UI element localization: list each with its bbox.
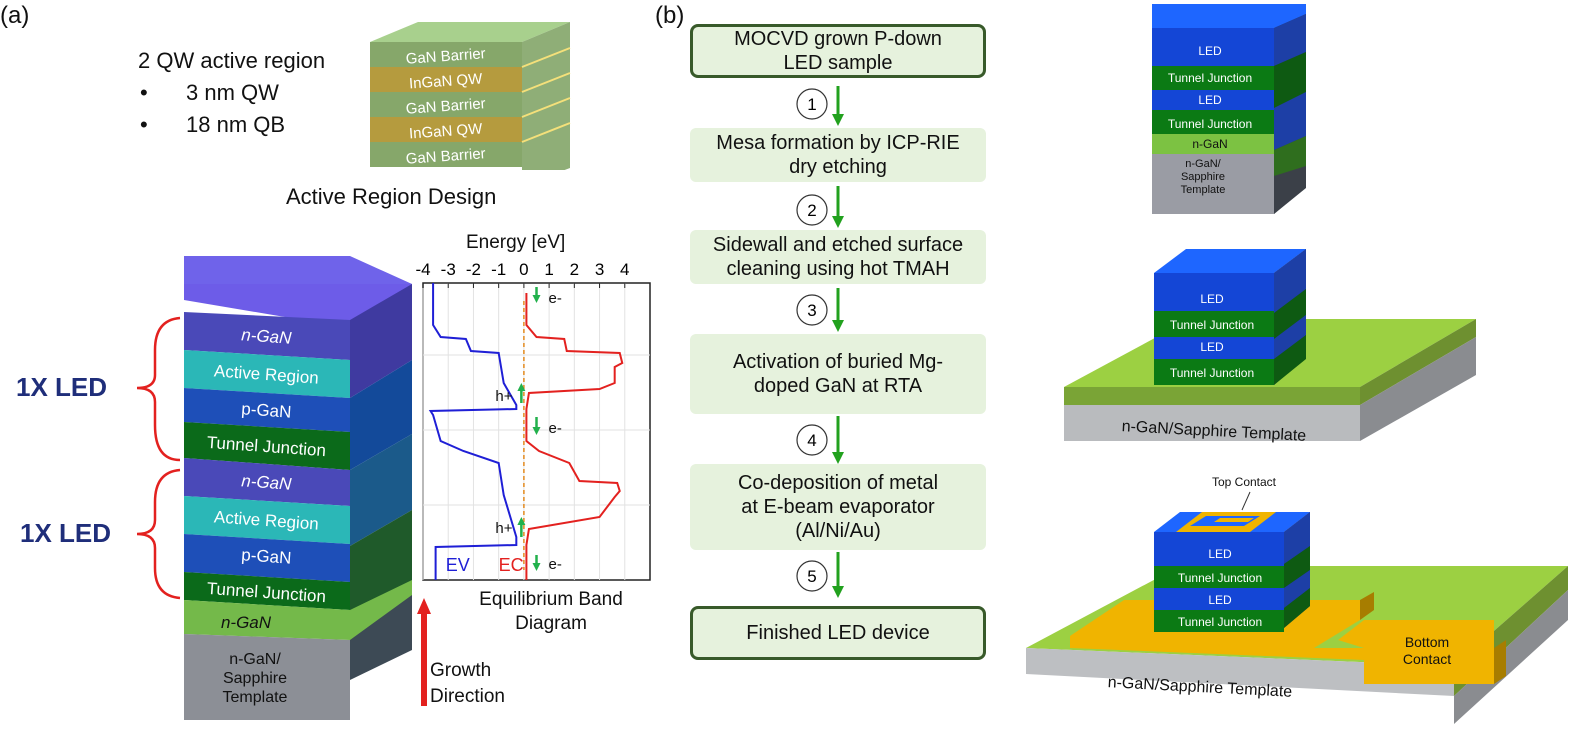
stack1-layer-5: n-GaN xyxy=(1192,137,1227,151)
band-tick-label: -1 xyxy=(491,260,506,279)
qw-bullet-1-text: 3 nm QW xyxy=(186,80,279,105)
hole-arrow-1-head xyxy=(517,383,526,391)
flow-arrows: 1 2 3 4 5 xyxy=(796,86,844,598)
band-tick-label: 1 xyxy=(544,260,553,279)
band-tick-label: 4 xyxy=(620,260,629,279)
band-tick-label: 3 xyxy=(595,260,604,279)
active-layer-3: GaN Barrier xyxy=(405,95,486,118)
band-caption: Equilibrium Band Diagram xyxy=(479,589,623,634)
step-6-box: Finished LED device xyxy=(690,606,986,660)
top-contact-label: Top Contact xyxy=(1212,475,1277,489)
active-layer-4: InGaN QW xyxy=(409,120,484,142)
hole-label-2: h+ xyxy=(495,520,512,537)
active-region-block: GaN Barrier InGaN QW GaN Barrier InGaN Q… xyxy=(370,22,571,170)
qw-bullet-1: •3 nm QW xyxy=(140,80,279,105)
growth-label: Growth Direction xyxy=(430,660,505,707)
qw-bullet-2-text: 18 nm QB xyxy=(186,112,286,137)
step-number-1: 1 xyxy=(807,95,816,114)
band-tick-label: -2 xyxy=(466,260,481,279)
band-tick-label: -4 xyxy=(415,260,430,279)
device-stack-2: LED Tunnel Junction LED Tunnel Junction … xyxy=(1064,249,1476,445)
electron-arrow-1-head xyxy=(532,295,541,303)
led-label-1: 1X LED xyxy=(16,372,108,402)
active-layer-1: GaN Barrier xyxy=(405,45,486,68)
stack3-layer-1: LED xyxy=(1208,547,1232,561)
ec-label: EC xyxy=(499,555,524,575)
stack-layer-5: n-GaN xyxy=(241,471,293,493)
stack-substrate-label: n-GaN/ Sapphire Template xyxy=(222,651,288,706)
step-number-3: 3 xyxy=(807,301,816,320)
stack1-layer-4: Tunnel Junction xyxy=(1168,117,1252,131)
led-stack: n-GaN Active Region p-GaN Tunnel Junctio… xyxy=(184,256,412,720)
panel-b-label: (b) xyxy=(655,2,685,29)
active-layer-5: GaN Barrier xyxy=(405,145,486,168)
device-stack-1: LED Tunnel Junction LED Tunnel Junction … xyxy=(1152,4,1306,214)
bottom-contact-label: Bottom Contact xyxy=(1402,634,1452,667)
hole-label-1: h+ xyxy=(495,388,512,405)
band-tick-label: 0 xyxy=(519,260,528,279)
stack2-layer-4: Tunnel Junction xyxy=(1170,366,1254,380)
stack-layer-3: p-GaN xyxy=(241,399,292,421)
stack-layer-7: p-GaN xyxy=(241,545,292,567)
led-braces xyxy=(136,316,181,600)
active-layer-2: InGaN QW xyxy=(409,70,484,92)
hole-arrow-2-head xyxy=(517,517,526,525)
active-region-caption: Active Region Design xyxy=(286,184,497,209)
step-number-5: 5 xyxy=(807,567,816,586)
step-1-box: MOCVD grown P-down LED sample xyxy=(690,24,986,78)
band-tick-label: -3 xyxy=(441,260,456,279)
electron-arrow-3-head xyxy=(532,563,541,571)
stack2-layer-1: LED xyxy=(1200,292,1224,306)
electron-label-3: e- xyxy=(549,556,562,573)
stack3-layer-4: Tunnel Junction xyxy=(1178,615,1262,629)
step-4-box: Activation of buried Mg-doped GaN at RTA xyxy=(690,334,986,414)
step-3-box: Sidewall and etched surface cleaning usi… xyxy=(690,230,986,284)
step-2-box: Mesa formation by ICP-RIE dry etching xyxy=(690,128,986,182)
stack1-layer-3: LED xyxy=(1198,93,1222,107)
electron-label-2: e- xyxy=(549,420,562,437)
stack1-substrate: n-GaN/ Sapphire Template xyxy=(1180,158,1226,196)
led-label-2: 1X LED xyxy=(20,518,112,548)
stack2-layer-3: LED xyxy=(1200,340,1224,354)
ev-band-line xyxy=(428,283,518,580)
stack3-layer-2: Tunnel Junction xyxy=(1178,571,1262,585)
stack-layer-1: n-GaN xyxy=(241,325,293,347)
growth-arrow xyxy=(417,598,431,706)
step-number-4: 4 xyxy=(807,431,816,450)
qw-bullet-2: •18 nm QB xyxy=(140,112,286,137)
device-stack-3: Top Contact LED Tunnel Junction LED Tunn… xyxy=(1026,475,1568,724)
band-tick-label: 2 xyxy=(570,260,579,279)
stack2-layer-2: Tunnel Junction xyxy=(1170,318,1254,332)
electron-label-1: e- xyxy=(549,290,562,307)
stack-layer-9: n-GaN xyxy=(221,613,272,632)
electron-arrow-2-head xyxy=(532,427,541,435)
ev-label: EV xyxy=(446,555,470,575)
panel-a-label: (a) xyxy=(0,2,30,29)
stack1-layer-2: Tunnel Junction xyxy=(1168,71,1252,85)
ec-band-line xyxy=(525,293,624,580)
step-number-2: 2 xyxy=(807,201,816,220)
band-axis-title: Energy [eV] xyxy=(466,232,566,253)
qw-title: 2 QW active region xyxy=(138,48,326,73)
step-5-box: Co-deposition of metal at E-beam evapora… xyxy=(690,464,986,550)
stack1-layer-1: LED xyxy=(1198,44,1222,58)
stack3-layer-3: LED xyxy=(1208,593,1232,607)
